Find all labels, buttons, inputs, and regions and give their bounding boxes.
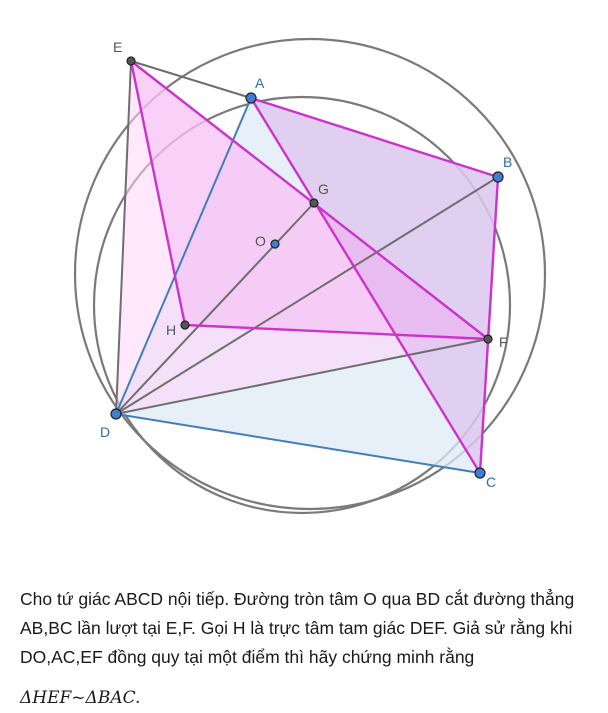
point-c [474,467,486,479]
blue-segments [115,97,481,474]
segment-ed [115,60,132,415]
point-d [110,408,122,420]
segment-da [115,97,252,415]
problem-text: Cho tứ giác ABCD nội tiếp. Đường tròn tâ… [20,589,575,667]
label-f: F [499,334,508,350]
point-h [180,320,190,330]
segment-dg [115,202,315,415]
circle-center-o [73,37,547,511]
point-a [245,92,257,104]
label-e: E [113,39,122,55]
geometry-figure: E A B G O H F D C [73,37,547,515]
triangle-bac-fill [251,98,498,473]
segment-df [115,338,489,415]
label-a: A [255,75,265,91]
magenta-segments [129,60,500,474]
label-d: D [100,424,110,440]
label-g: G [318,181,329,197]
segment-bc [478,176,500,474]
segment-db [115,176,499,415]
segment-ac [249,97,482,474]
point-b [492,171,504,183]
point-e [126,56,136,66]
problem-statement: Cho tứ giác ABCD nội tiếp. Đường tròn tâ… [20,585,600,713]
circumcircle-abcd [92,95,512,515]
segment-ea [130,60,252,99]
points [110,56,504,479]
point-o [270,239,280,249]
label-c: C [486,474,496,490]
segment-dc [115,413,481,474]
segment-eh [129,60,187,326]
point-f [483,334,493,344]
label-h: H [166,322,176,338]
segment-ef [130,60,489,340]
problem-formula: ΔHEF~ΔBAC. [20,688,141,708]
label-b: B [503,154,512,170]
segment-hf [184,323,489,341]
gray-segments [115,60,499,415]
label-o: O [255,233,266,249]
point-g [309,198,319,208]
segment-ab [250,96,499,179]
